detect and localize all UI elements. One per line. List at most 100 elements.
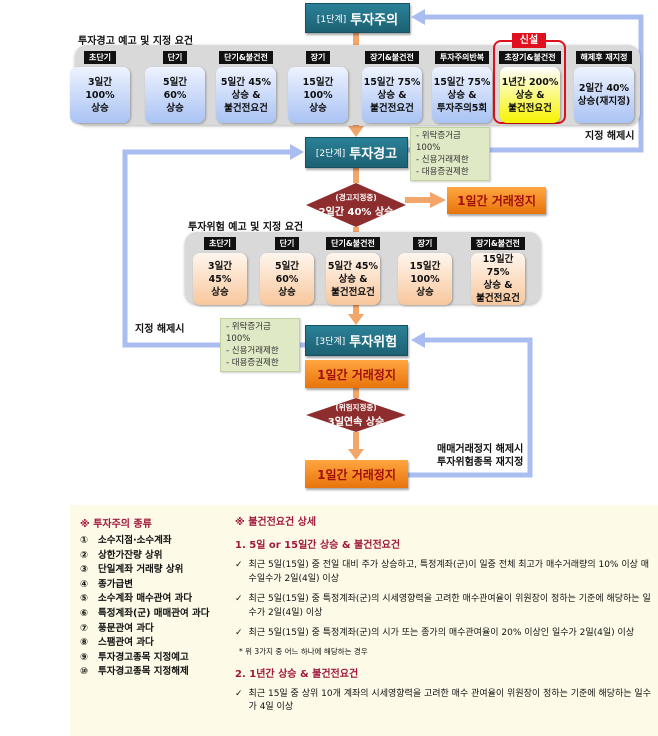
condition-tag: 투자주의반복	[434, 51, 490, 64]
stage2-step: [2단계]	[315, 149, 346, 159]
stage3-box: [3단계]투자위험	[305, 325, 408, 356]
risk_section-condition: 단기&불건전 5일간 45% 상승 & 불건전요건	[326, 237, 380, 305]
type-item: ⑥ 특정계좌(군) 매매관여 과다	[80, 607, 210, 622]
halt-box-1: 1일간 거래정지	[447, 187, 546, 214]
condition-card: 5일간 60% 상승	[260, 253, 314, 305]
type-label: 단일계좌 거래량 상위	[98, 564, 184, 576]
condition-tag: 장기	[412, 237, 438, 250]
check-icon: ✓	[235, 628, 243, 638]
halt-box-3: 1일간 거래정지	[305, 460, 408, 488]
criterion-item: ✓최근 5일(15일) 중 전일 대비 주가 상승하고, 특정계좌(군)이 일중…	[235, 559, 655, 586]
details-heading-2: 2. 1년간 상승 & 불건전요건	[235, 668, 359, 680]
condition-card: 5일간 45% 상승 & 불건전요건	[216, 67, 276, 123]
restriction-item: - 신용거래제한	[416, 155, 469, 165]
condition-tag: 해제후 재지정	[575, 51, 633, 64]
details-heading-1: 1. 5일 or 15일간 상승 & 불건전요건	[235, 540, 401, 551]
type-label: 상한가잔량 상위	[98, 549, 163, 561]
type-item: ⑩ 투자경고종목 지정해제	[80, 665, 210, 680]
type-label: 투자경고종목 지정해제	[98, 666, 189, 678]
decision2-main: 3일연속 상승	[327, 417, 385, 428]
condition-tag: 초단기	[203, 237, 237, 250]
criterion-text: 최근 5일(15일) 중 특정계좌(군)의 시세영향력을 고려한 매수관여율이 …	[248, 594, 651, 618]
stage1-box: [1단계]투자주의	[305, 3, 410, 33]
condition-card: 5일간 45% 상승 & 불건전요건	[326, 253, 380, 305]
condition-tag: 단기&불건전	[326, 237, 380, 250]
check-icon: ✓	[235, 594, 243, 604]
type-item: ③ 단일계좌 거래량 상위	[80, 563, 210, 578]
condition-tag: 장기&불건전	[365, 51, 419, 64]
condition-tag: 초단기	[83, 51, 117, 64]
decision2-diamond	[306, 398, 406, 432]
details: ※ 불건전요건 상세 1. 5일 or 15일간 상승 & 불건전요건 ✓최근 …	[235, 513, 655, 722]
type-label: 종가급변	[98, 578, 134, 590]
risk_section-condition: 장기 15일간 100% 상승	[398, 237, 452, 305]
type-number: ④	[80, 578, 89, 590]
stage1-step: [1단계]	[316, 14, 347, 25]
type-number: ⑨	[80, 651, 89, 663]
release-label-right: 지정 해제시	[585, 131, 635, 142]
warning_section-condition: 단기&불건전 5일간 45% 상승 & 불건전요건	[216, 51, 276, 123]
restriction-item: - 위탁증거금100%	[416, 131, 461, 153]
condition-card: 3일간 45% 상승	[193, 253, 247, 305]
stage2-restrictions: - 위탁증거금100% - 신용거래제한 - 대용증권제한	[410, 127, 490, 181]
type-number: ⑥	[80, 607, 89, 619]
decision2-sub: (위험지정중)	[335, 403, 377, 412]
risk_section-condition: 장기&불건전 15일간 75% 상승 & 불건전요건	[471, 237, 525, 305]
criterion-item: ✓ 최근 5일(15일) 중 특정계좌(군)의 시세영향력을 고려한 매수관여율이…	[235, 593, 655, 620]
new-badge: 신설	[512, 33, 546, 48]
warning_section-condition: 투자주의반복 15일간 75% 상승 & 투자주의5회	[432, 51, 492, 123]
warning_section-condition: 해제후 재지정 2일간 40% 상승(재지정)	[574, 51, 634, 123]
stage3-title: 투자위험	[349, 335, 398, 350]
details-note: * 위 3가지 중 어느 하나에 해당하는 경우	[239, 646, 368, 656]
risk-section-title: 투자위험 예고 및 지정 요건	[188, 222, 304, 233]
condition-card: 15일간 75% 상승 & 불건전요건	[471, 253, 525, 305]
type-label: 소수지점·소수계좌	[98, 535, 172, 546]
stage1-title: 투자주의	[350, 12, 399, 28]
type-label: 투자경고종목 지정예고	[98, 651, 189, 663]
condition-card: 1년간 200% 상승 & 불건전요건	[500, 67, 560, 123]
condition-card: 15일간 100% 상승	[288, 67, 348, 123]
restriction-item: - 대용증권제한	[226, 358, 279, 368]
type-label: 소수계좌 매수관여 과다	[98, 593, 193, 605]
restriction-item: - 신용거래제한	[226, 346, 279, 356]
condition-tag: 단기&불건전	[219, 51, 273, 64]
type-label: 특정계좌(군) 매매관여 과다	[98, 607, 210, 619]
criterion-item: ✓최근 15일 중 상위 10개 계좌의 시세영향력을 고려한 매수 관여율이 …	[235, 688, 655, 715]
type-label: 풍문관여 과다	[98, 622, 154, 634]
condition-card: 15일간 75% 상승 & 투자주의5회	[432, 67, 492, 123]
redesignate-line2: 투자위험종목 재지정	[437, 457, 524, 468]
details-title: ※ 불건전요건 상세	[235, 517, 317, 528]
criterion-item: ✓최근 5일(15일) 중 특정계좌(군)의 시가 또는 종가의 매수관여율이 …	[235, 627, 655, 641]
type-item: ④ 종가급변	[80, 578, 210, 593]
type-item: ① 소수지점·소수계좌	[80, 534, 210, 549]
restriction-item: - 위탁증거금100%	[226, 322, 271, 344]
decision2-text: (위험지정중) 3일연속 상승	[306, 398, 406, 432]
decision1-diamond	[306, 183, 406, 227]
decision1-text: (경고지정중)2일간 40% 상승	[306, 183, 406, 227]
condition-tag: 단기	[274, 237, 300, 250]
restriction-item: - 대용증권제한	[416, 167, 469, 177]
condition-tag: 장기&불건전	[471, 237, 525, 250]
condition-card: 15일간 100% 상승	[398, 253, 452, 305]
condition-card: 2일간 40% 상승(재지정)	[574, 67, 634, 123]
type-label: 스팸관여 과다	[98, 637, 154, 649]
type-number: ③	[80, 564, 89, 576]
type-number: ⑩	[80, 666, 89, 678]
release-label-left: 지정 해제시	[135, 324, 185, 335]
stage2-title: 투자경고	[349, 147, 398, 162]
risk_section-condition: 단기 5일간 60% 상승	[260, 237, 314, 305]
type-number: ⑤	[80, 593, 89, 605]
type-item: ⑤ 소수계좌 매수관여 과다	[80, 592, 210, 607]
types-title: ※ 투자주의 종류	[80, 519, 152, 530]
criterion-text: 최근 5일(15일) 중 전일 대비 주가 상승하고, 특정계좌(군)이 일중 …	[248, 560, 650, 584]
type-number: ①	[80, 535, 89, 546]
halt-box-2: 1일간 거래정지	[305, 360, 408, 388]
